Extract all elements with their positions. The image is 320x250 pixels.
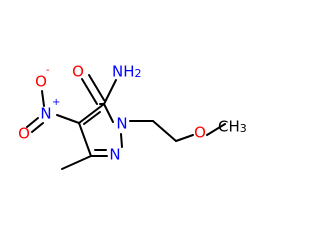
- bond-n2-n1: [120, 133, 123, 148]
- bond-c4-nitro: [56, 114, 80, 124]
- methyl-h-symbol: H: [228, 118, 239, 136]
- atom-nitro-nitrogen: N: [40, 105, 51, 123]
- bond-c3-methyl: [61, 155, 92, 170]
- bond-c5-c4: [78, 103, 105, 124]
- methyl-c-symbol: C: [218, 118, 228, 136]
- bond-amide-cn: [103, 79, 117, 105]
- bond-c4-c3: [78, 122, 92, 157]
- atom-terminal-methyl: CH3: [218, 118, 247, 136]
- bond-c5-c4-inner: [83, 111, 101, 125]
- atom-amide-oxygen: O: [72, 63, 84, 81]
- bond-layer: [26, 74, 226, 170]
- methyl-h-count: 3: [240, 122, 247, 135]
- bond-ch2-ch2: [152, 120, 177, 142]
- bond-carbonyl-b: [88, 74, 105, 101]
- molecule-drawing: O NH2 O - N + O N N O CH3: [18, 63, 247, 170]
- nitro-nitrogen-charge: +: [52, 97, 60, 108]
- bond-c5-n1: [103, 103, 114, 123]
- structure-diagram: O NH2 O - N + O N N O CH3: [18, 63, 247, 170]
- atom-amide-nitrogen: NH2: [112, 63, 142, 81]
- bond-ch2-o: [175, 134, 194, 142]
- atom-labels: O NH2 O - N + O N N O CH3: [18, 63, 247, 164]
- bond-o-ch3: [206, 123, 226, 136]
- bond-nitro-o-top: [41, 90, 45, 107]
- atom-ether-oxygen: O: [194, 124, 206, 142]
- bond-nitro-o-left: [31, 122, 44, 133]
- atom-ring-n2: N: [109, 146, 120, 164]
- atom-nitro-oxygen-top: O: [35, 73, 47, 91]
- bond-carbonyl-a: [81, 78, 98, 105]
- atom-ring-n1: N: [116, 115, 127, 133]
- bond-nitro-o-left-2: [26, 117, 39, 128]
- amide-h-symbol: H: [123, 63, 134, 81]
- atom-nitro-oxygen-left: O: [18, 125, 30, 143]
- nitro-oxygen-charge: -: [46, 65, 50, 76]
- amide-h-count: 2: [135, 67, 142, 80]
- amide-n-symbol: N: [112, 63, 123, 81]
